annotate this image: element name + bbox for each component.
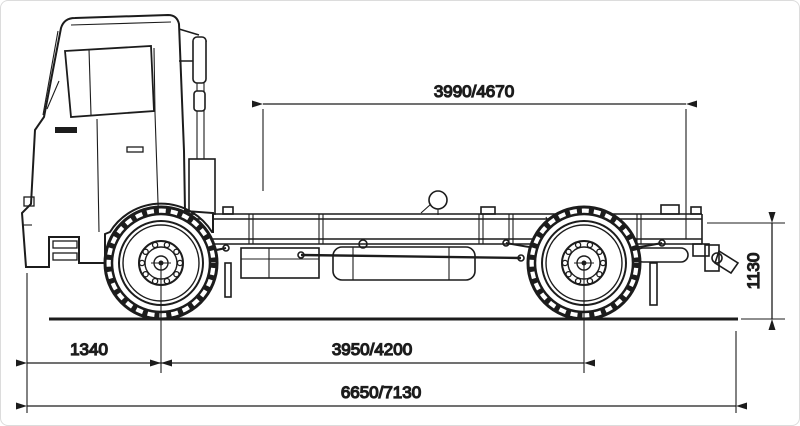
- air-tank: [635, 247, 689, 263]
- dimension-wheelbase-label: 3950/4200: [332, 340, 412, 359]
- headlight: [23, 196, 35, 207]
- cab-steps: [52, 240, 78, 261]
- battery-box: [240, 247, 320, 279]
- cab: [20, 13, 214, 268]
- rear-mudflap: [649, 262, 658, 306]
- front-mudflap: [224, 262, 232, 298]
- cab-silhouette: [20, 13, 214, 268]
- air-filter: [420, 190, 448, 215]
- rear-crossmember: [692, 243, 710, 257]
- tow-hitch: [704, 244, 740, 275]
- dimension-front-overhang: 1340: [15, 273, 737, 413]
- dimension-top-span: 3990/4670: [252, 81, 697, 239]
- door-handle: [126, 146, 144, 153]
- cab-emblem: [55, 127, 77, 133]
- dimension-overall-length-label: 6650/7130: [341, 383, 421, 402]
- side-window: [64, 45, 155, 118]
- dimension-wheelbase: 3950/4200: [150, 339, 595, 367]
- mirror: [178, 28, 207, 112]
- dimension-front-overhang-label: 1340: [70, 340, 108, 359]
- dimension-frame-height-label: 1130: [744, 253, 763, 290]
- fuel-tank: [332, 239, 476, 281]
- dimension-frame-height: 1130: [707, 212, 785, 330]
- dimension-top-span-label: 3990/4670: [434, 82, 514, 101]
- dimension-overall-length: 6650/7130: [15, 382, 747, 410]
- driveshaft: [300, 253, 522, 260]
- chassis-frame: [92, 40, 740, 306]
